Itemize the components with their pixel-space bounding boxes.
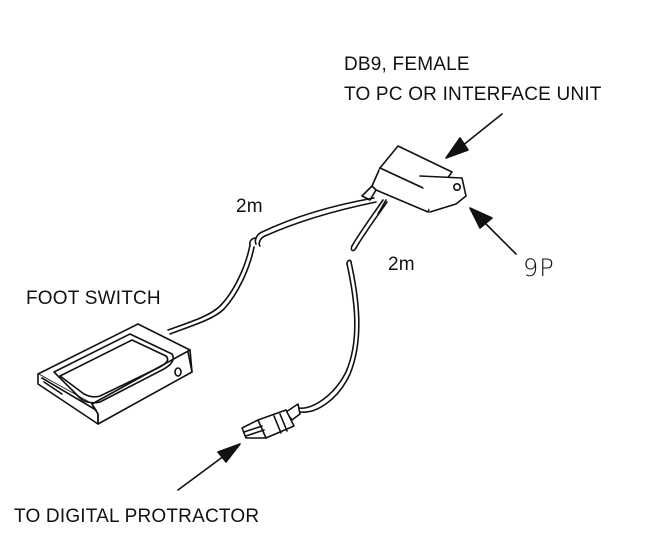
foot-switch-cable-length: 2m xyxy=(236,196,263,217)
foot-switch-label: FOOT SWITCH xyxy=(26,288,161,309)
foot-switch xyxy=(37,323,193,425)
protractor-cable xyxy=(297,199,388,413)
pin-count-label: 9P xyxy=(523,254,555,282)
protractor-label: TO DIGITAL PROTRACTOR xyxy=(14,506,260,527)
db9-connector xyxy=(361,145,467,215)
protractor-arrow xyxy=(177,443,241,491)
foot-switch-cable xyxy=(167,197,377,335)
db9-arrow xyxy=(445,113,503,159)
protractor-cable-length: 2m xyxy=(388,254,415,275)
connector-type-label: DB9, FEMALE xyxy=(344,54,470,75)
protractor-plug xyxy=(241,403,301,439)
connector-destination-label: TO PC OR INTERFACE UNIT xyxy=(344,84,602,105)
pin-arrow xyxy=(469,207,517,255)
